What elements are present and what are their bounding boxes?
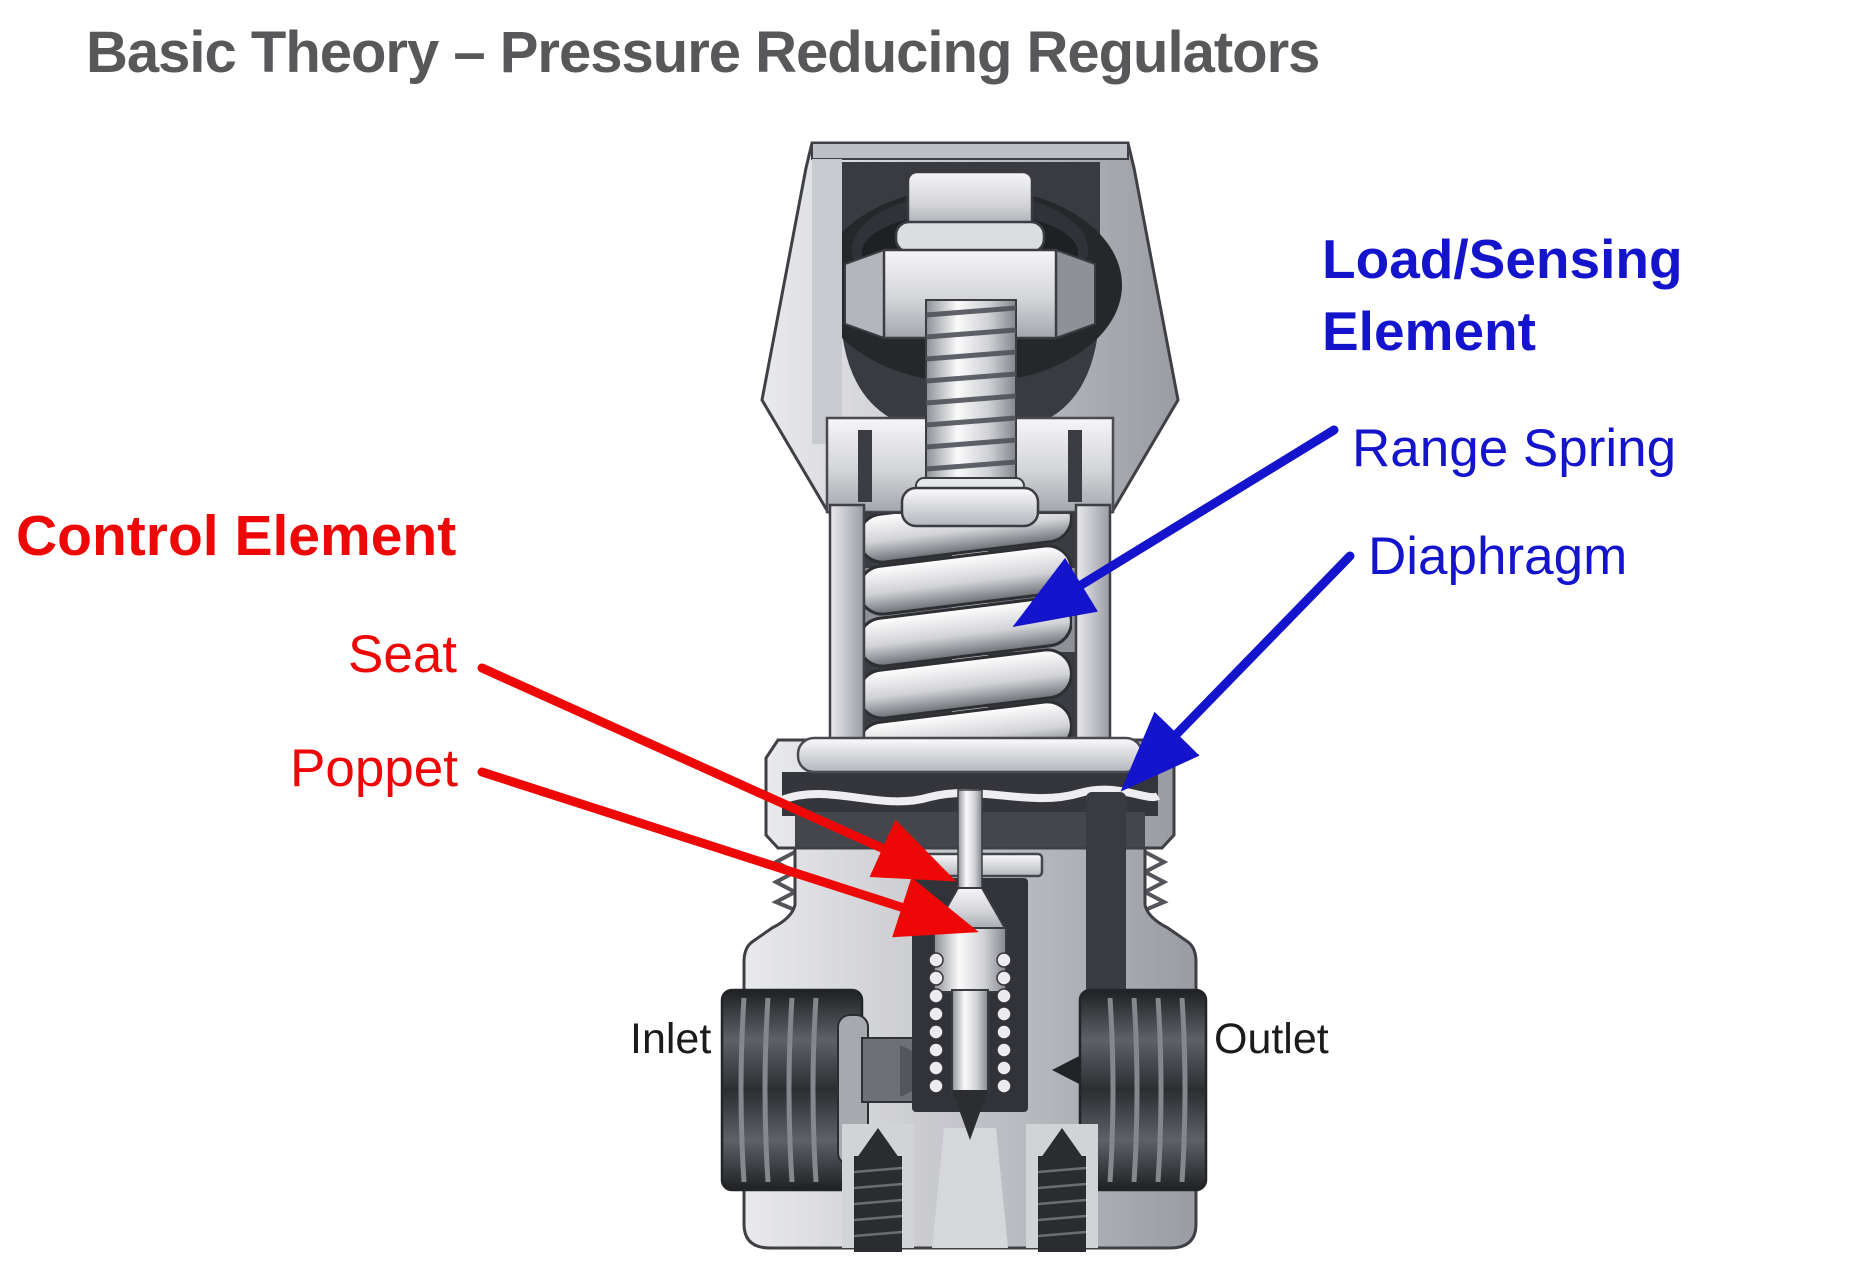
range-spring-coils xyxy=(857,514,1072,754)
lower-body xyxy=(720,789,1208,1252)
page-title: Basic Theory – Pressure Reducing Regulat… xyxy=(86,20,1320,85)
bottom-screws xyxy=(842,1124,1098,1252)
poppet-arrow xyxy=(477,767,979,938)
poppet-spring-balls xyxy=(928,952,1012,1094)
seat-arrow xyxy=(477,663,957,882)
range-spring-arrow xyxy=(1012,425,1339,628)
diaphragm-arrow xyxy=(1120,551,1355,792)
diaphragm-label: Diaphragm xyxy=(1368,527,1628,586)
outlet-label: Outlet xyxy=(1214,1015,1329,1063)
control-element-label: Control Element xyxy=(16,504,457,568)
poppet-label: Poppet xyxy=(290,739,458,798)
spring-housing xyxy=(828,486,1112,754)
range-spring-label: Range Spring xyxy=(1352,419,1677,478)
outlet-port xyxy=(1078,988,1208,1192)
inlet-label: Inlet xyxy=(630,1015,712,1063)
load-sensing-element-label: Load/Sensing Element xyxy=(1322,228,1683,362)
hex-nut xyxy=(844,248,1096,340)
threaded-stem xyxy=(915,299,1025,509)
adjusting-screw xyxy=(844,170,1096,509)
seat-label: Seat xyxy=(348,625,458,684)
outlet-channel xyxy=(1086,792,1126,1014)
